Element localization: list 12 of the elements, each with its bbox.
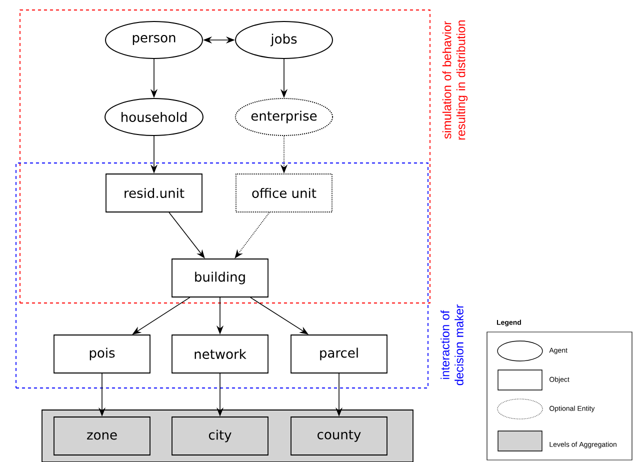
optional-box: office unit xyxy=(236,174,332,212)
object-box: city xyxy=(172,416,268,456)
object-box: zone xyxy=(54,416,150,456)
object-box: county xyxy=(290,416,388,456)
object-box: network xyxy=(172,334,268,374)
object-box: parcel xyxy=(290,334,388,374)
aggregation-band xyxy=(42,410,414,462)
region-label: simulation of behavior resulting in distribution xyxy=(442,20,468,140)
object-box: building xyxy=(172,258,268,298)
object-box: resid.unit xyxy=(106,174,202,212)
region-label: interaction of decision maker xyxy=(440,304,464,386)
object-box: pois xyxy=(54,334,150,374)
